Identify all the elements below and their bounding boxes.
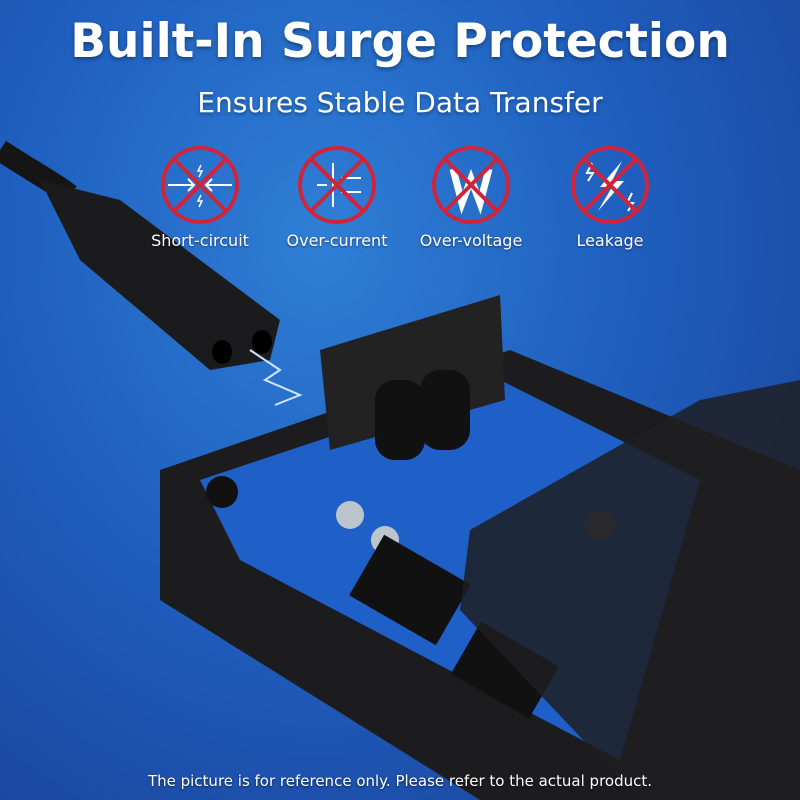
over-voltage-prohibited-icon: [432, 146, 510, 224]
translucent-cover: [460, 380, 800, 800]
feature-over-current: Over-current: [267, 145, 407, 250]
spark-icon: [249, 349, 303, 406]
feature-short-circuit: Short-circuit: [130, 145, 270, 250]
short-circuit-prohibited-icon: [161, 146, 239, 224]
leakage-prohibited-icon: [571, 146, 649, 224]
subheadline: Ensures Stable Data Transfer: [197, 86, 603, 119]
feature-label: Over-voltage: [419, 231, 523, 250]
feature-label: Leakage: [576, 231, 644, 250]
over-current-prohibited-icon: [298, 146, 376, 224]
power-plug: [40, 180, 280, 370]
feature-label: Short-circuit: [151, 231, 249, 250]
feature-leakage: Leakage: [540, 145, 680, 250]
disclaimer: The picture is for reference only. Pleas…: [147, 772, 653, 790]
feature-over-voltage: Over-voltage: [401, 145, 541, 250]
feature-label: Over-current: [286, 231, 388, 250]
headline: Built-In Surge Protection: [70, 14, 730, 69]
